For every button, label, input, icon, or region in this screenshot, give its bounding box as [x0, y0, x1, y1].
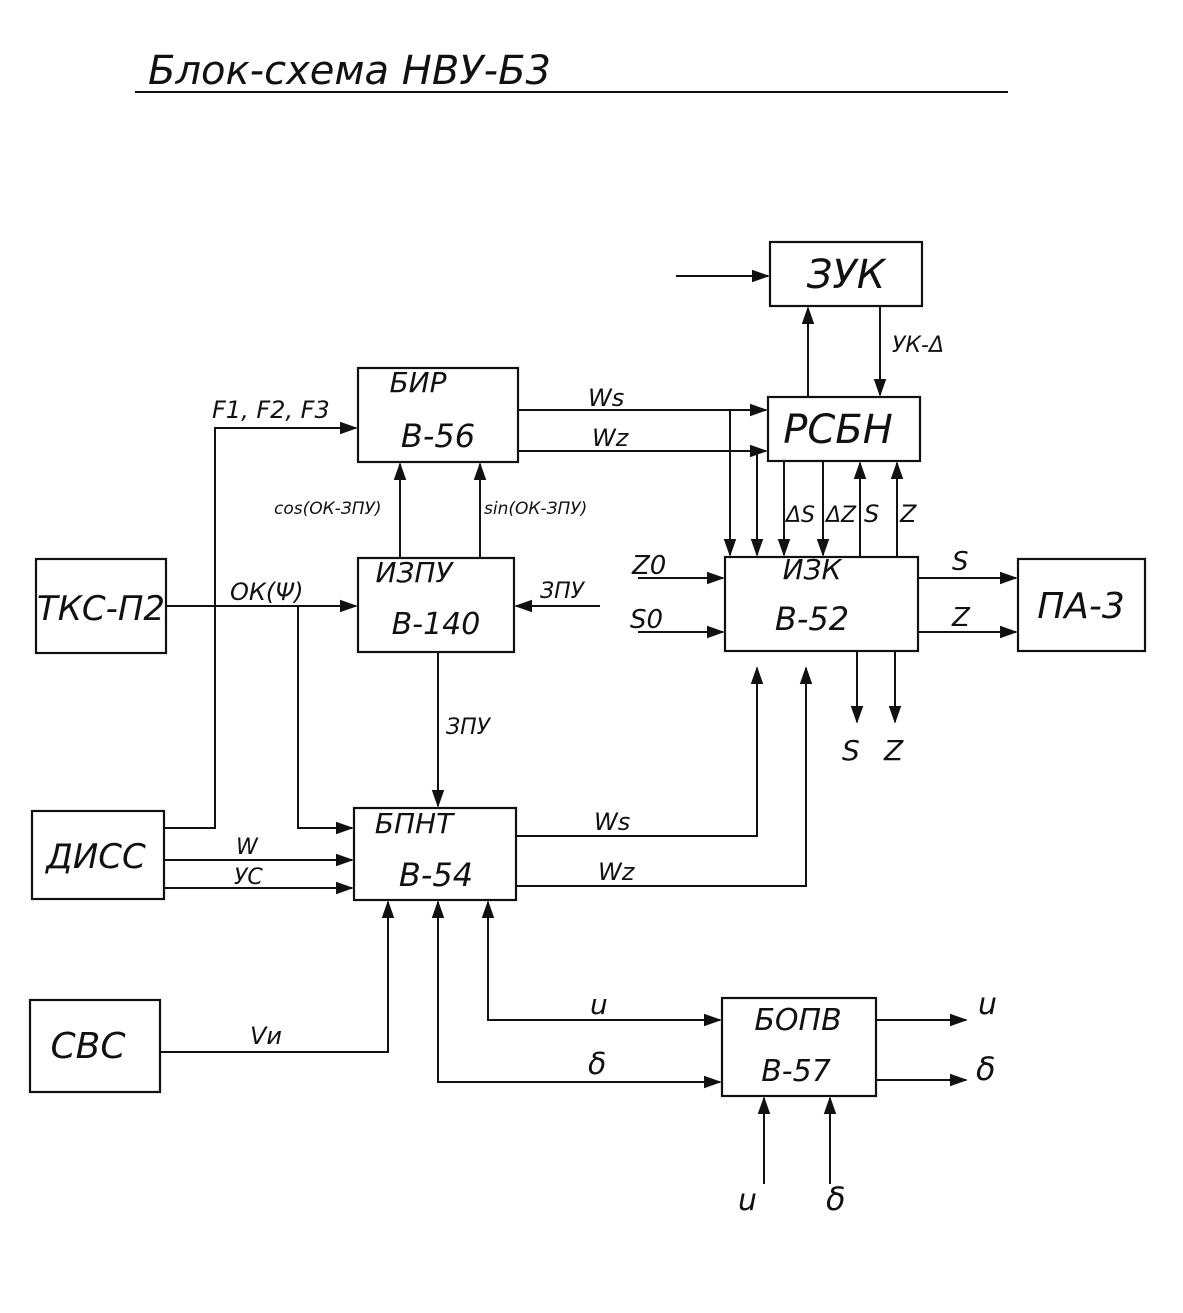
- label-f123: F1, F2, F3: [212, 396, 330, 424]
- label-u-out: u: [978, 987, 997, 1022]
- arrow-diss-to-bir: [164, 421, 358, 829]
- arrow-tks-to-bpnt: [297, 606, 354, 835]
- arrow-bpnt-wz-to-izk: [516, 666, 813, 887]
- label-Z-out: Z: [951, 603, 971, 633]
- label-dZ: ΔZ: [824, 503, 857, 528]
- label-sin: sin(ОК-ЗПУ): [484, 499, 587, 519]
- label-wz-top: Wz: [592, 424, 630, 452]
- label-cos: cos(ОК-ЗПУ): [274, 499, 382, 519]
- label-ws-top: Ws: [588, 384, 624, 412]
- block-pa3-label: ПА-3: [1037, 586, 1125, 627]
- block-izk: ИЗК В-52: [723, 553, 920, 653]
- block-izpu: ИЗПУ В-140: [356, 556, 516, 654]
- block-izk-code: В-52: [775, 600, 849, 638]
- block-izpu-code: В-140: [392, 607, 481, 642]
- block-izpu-name: ИЗПУ: [375, 556, 454, 589]
- block-bopv: БОПВ В-57: [720, 996, 878, 1098]
- block-zuk-label: ЗУК: [807, 252, 887, 298]
- block-izk-name: ИЗК: [783, 553, 843, 586]
- block-bpnt-code: В-54: [399, 856, 473, 894]
- label-uk-delta: УК-Δ: [892, 333, 944, 358]
- diagram-title: Блок-схема НВУ-Б3: [148, 48, 551, 94]
- label-s0: S0: [630, 605, 663, 635]
- label-delta-in: δ: [826, 1180, 846, 1218]
- label-delta-mid: δ: [588, 1047, 606, 1082]
- label-S-out: S: [952, 547, 969, 577]
- arrow-bpnt-bopv-delta: [431, 900, 722, 1089]
- label-zpu-down: ЗПУ: [446, 715, 492, 740]
- block-bir: БИР В-56: [356, 366, 520, 464]
- label-ok-psi: ОК(Ψ): [230, 578, 304, 606]
- block-bopv-code: В-57: [761, 1054, 831, 1089]
- label-ws-bot: Ws: [594, 808, 630, 836]
- label-wz-bot: Wz: [598, 858, 636, 886]
- label-Z-down: Z: [883, 734, 904, 767]
- label-vi: Vи: [250, 1022, 282, 1050]
- label-zpu-in: ЗПУ: [540, 579, 586, 604]
- arrow-bpnt-ws-to-izk: [516, 666, 764, 837]
- block-svs-label: СВС: [51, 1026, 127, 1067]
- block-diss-label: ДИСС: [44, 837, 146, 877]
- label-Z-up: Z: [899, 500, 917, 528]
- label-S-up: S: [864, 500, 879, 528]
- block-tks: ТКС-П2: [34, 557, 168, 655]
- block-zuk: ЗУК: [768, 240, 924, 308]
- block-bpnt-name: БПНТ: [375, 807, 455, 840]
- block-pa3: ПА-3: [1016, 557, 1147, 653]
- label-u-in: u: [738, 1183, 757, 1218]
- block-svs: СВС: [28, 998, 162, 1094]
- label-delta-out: δ: [976, 1050, 996, 1088]
- block-diss: ДИСС: [30, 809, 166, 901]
- block-bopv-name: БОПВ: [754, 1003, 841, 1038]
- block-rsbn: РСБН: [766, 395, 922, 463]
- label-S-down: S: [842, 734, 860, 767]
- block-bir-name: БИР: [389, 366, 446, 399]
- arrow-svs-to-bpnt: [160, 900, 395, 1053]
- block-tks-label: ТКС-П2: [37, 589, 165, 629]
- label-u-mid: u: [590, 988, 608, 1021]
- block-rsbn-label: РСБН: [783, 407, 893, 453]
- label-z0: Z0: [631, 551, 666, 581]
- label-dS: ΔS: [784, 503, 815, 528]
- block-bir-code: В-56: [401, 417, 475, 455]
- block-bpnt: БПНТ В-54: [352, 806, 518, 902]
- label-yc: УС: [234, 865, 263, 890]
- label-w: W: [236, 835, 259, 860]
